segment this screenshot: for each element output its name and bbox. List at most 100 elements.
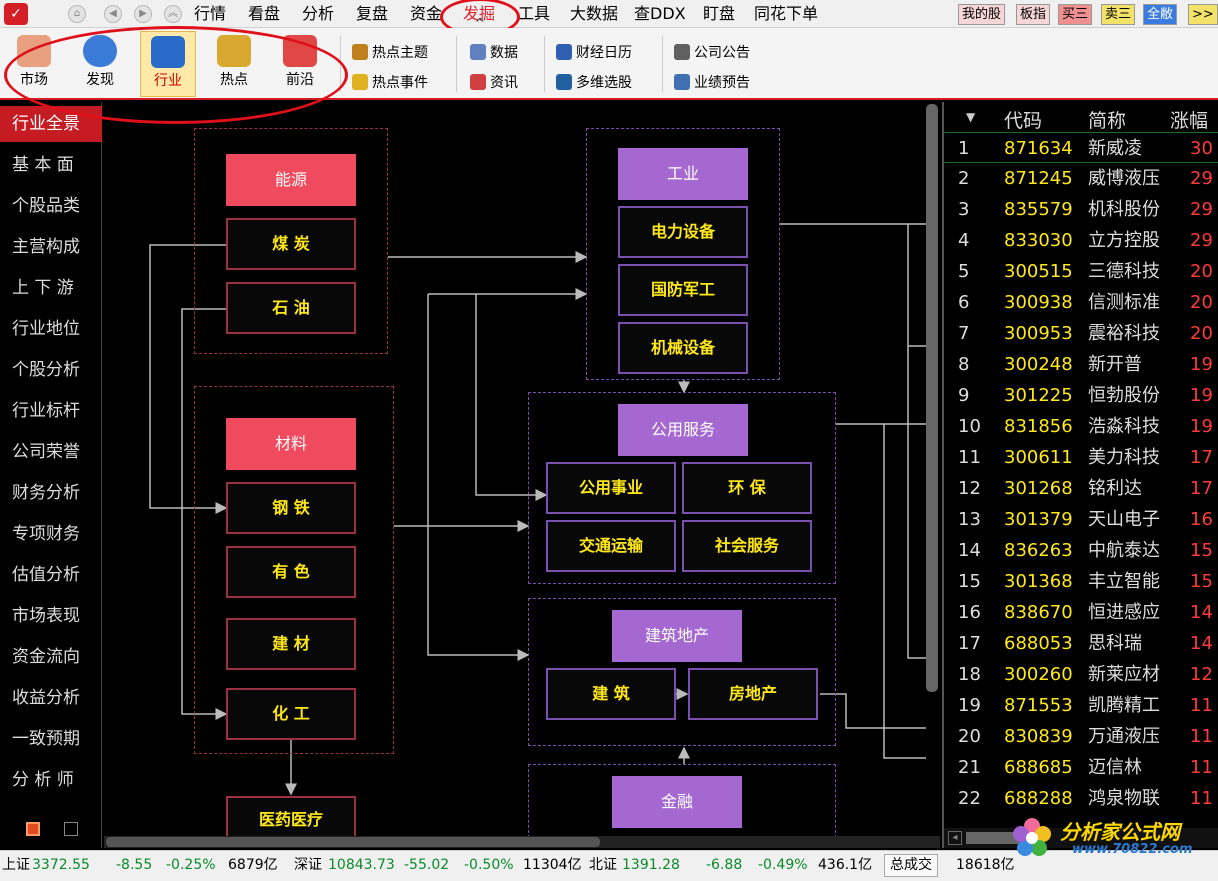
back-icon[interactable]: ◀	[104, 5, 122, 23]
chemical-node[interactable]: 化 工	[226, 688, 356, 740]
buy3-button[interactable]: 买三	[1058, 4, 1093, 25]
home-icon[interactable]: ⌂	[68, 5, 86, 23]
scroll-thumb[interactable]	[966, 832, 1026, 844]
news-button[interactable]: 资讯	[470, 72, 518, 94]
menu-analysis[interactable]: 分析	[302, 4, 335, 23]
menu-replay[interactable]: 复盘	[356, 4, 389, 23]
stocklist-scrollbar[interactable]: ◂	[944, 828, 1218, 848]
board-index-button[interactable]: 板指	[1016, 4, 1051, 25]
menu-monitor[interactable]: 盯盘	[703, 4, 736, 23]
real-estate-node[interactable]: 房地产	[688, 668, 818, 720]
industry-node[interactable]: 工业	[618, 148, 748, 200]
view-toggle-inactive[interactable]	[64, 822, 78, 836]
environmental-node[interactable]: 环 保	[682, 462, 812, 514]
multi-select-button[interactable]: 多维选股	[556, 72, 632, 94]
defense-node[interactable]: 国防军工	[618, 264, 748, 316]
social-services-node[interactable]: 社会服务	[682, 520, 812, 572]
forward-icon[interactable]: ▶	[134, 5, 152, 23]
sidebar-item-consensus[interactable]: 一致预期	[12, 729, 80, 749]
sidebar-item-analyst[interactable]: 分 析 师	[12, 770, 74, 790]
sidebar-item-valuation[interactable]: 估值分析	[12, 565, 80, 585]
sidebar-item-honors[interactable]: 公司荣誉	[12, 442, 80, 462]
vertical-scrollbar[interactable]	[926, 104, 938, 692]
menu-bigdata[interactable]: 大数据	[570, 4, 619, 23]
coal-node[interactable]: 煤 炭	[226, 218, 356, 270]
sidebar-item-fundamentals[interactable]: 基 本 面	[12, 155, 74, 175]
menu-watch[interactable]: 看盘	[248, 4, 281, 23]
col-header-code[interactable]: 代码	[1004, 110, 1043, 132]
public-utility-node[interactable]: 公用事业	[546, 462, 676, 514]
power-equipment-node[interactable]: 电力设备	[618, 206, 748, 258]
app-logo-icon[interactable]: ✓	[4, 3, 28, 25]
scroll-left-icon[interactable]: ◂	[948, 831, 962, 845]
construction-node[interactable]: 建 筑	[546, 668, 676, 720]
sell3-button[interactable]: 卖三	[1101, 4, 1136, 25]
cancel-all-button[interactable]: 全敝	[1143, 4, 1178, 25]
sidebar-item-return[interactable]: 收益分析	[12, 688, 80, 708]
sort-indicator-icon[interactable]: ▼	[966, 110, 976, 124]
sidebar-item-financial[interactable]: 财务分析	[12, 483, 80, 503]
oil-node[interactable]: 石 油	[226, 282, 356, 334]
horizontal-scrollbar[interactable]	[104, 836, 940, 848]
announcement-button[interactable]: 公司公告	[674, 42, 750, 64]
sidebar-item-chain[interactable]: 上 下 游	[12, 278, 74, 298]
my-stocks-button[interactable]: 我的股	[958, 4, 1006, 25]
finance-calendar-button[interactable]: 财经日历	[556, 42, 632, 64]
steel-node[interactable]: 钢 铁	[226, 482, 356, 534]
forecast-button[interactable]: 业绩预告	[674, 72, 750, 94]
menu-funds[interactable]: 资金	[410, 4, 443, 23]
menu-tools[interactable]: 工具	[518, 4, 551, 23]
sh-value[interactable]: 3372.55	[32, 857, 90, 873]
col-header-name[interactable]: 简称	[1088, 110, 1127, 132]
view-toggle-active[interactable]	[26, 822, 40, 836]
transport-node[interactable]: 交通运输	[546, 520, 676, 572]
energy-node[interactable]: 能源	[226, 154, 356, 206]
hot-event-button[interactable]: 热点事件	[352, 72, 428, 94]
nonferrous-node[interactable]: 有 色	[226, 546, 356, 598]
utilities-node[interactable]: 公用服务	[618, 404, 748, 456]
collapse-icon[interactable]: ︽	[164, 5, 182, 23]
more-button[interactable]: >>	[1188, 4, 1218, 25]
sidebar-item-market-performance[interactable]: 市场表现	[12, 606, 80, 626]
sz-value[interactable]: 10843.73	[328, 857, 395, 873]
data-button[interactable]: 数据	[470, 42, 518, 64]
scroll-thumb[interactable]	[106, 837, 600, 847]
sidebar-item-categories[interactable]: 个股品类	[12, 196, 80, 216]
sidebar-item-special-financial[interactable]: 专项财务	[12, 524, 80, 544]
finance-node[interactable]: 金融	[612, 776, 742, 828]
machinery-node[interactable]: 机械设备	[618, 322, 748, 374]
sidebar-item-position[interactable]: 行业地位	[12, 319, 80, 339]
bj-value[interactable]: 1391.28	[622, 857, 680, 873]
menu-ddx[interactable]: 查DDX	[634, 4, 686, 23]
construction-realestate-node[interactable]: 建筑地产	[612, 610, 742, 662]
hot-theme-button[interactable]: 热点主题	[352, 42, 428, 64]
sidebar-item-stock-analysis[interactable]: 个股分析	[12, 360, 80, 380]
building-materials-node[interactable]: 建 材	[226, 618, 356, 670]
sidebar-item-business[interactable]: 主营构成	[12, 237, 80, 257]
col-header-change[interactable]: 涨幅	[1170, 110, 1209, 132]
sidebar-item-fund-flow[interactable]: 资金流向	[12, 647, 80, 667]
sidebar-item-benchmark[interactable]: 行业标杆	[12, 401, 80, 421]
